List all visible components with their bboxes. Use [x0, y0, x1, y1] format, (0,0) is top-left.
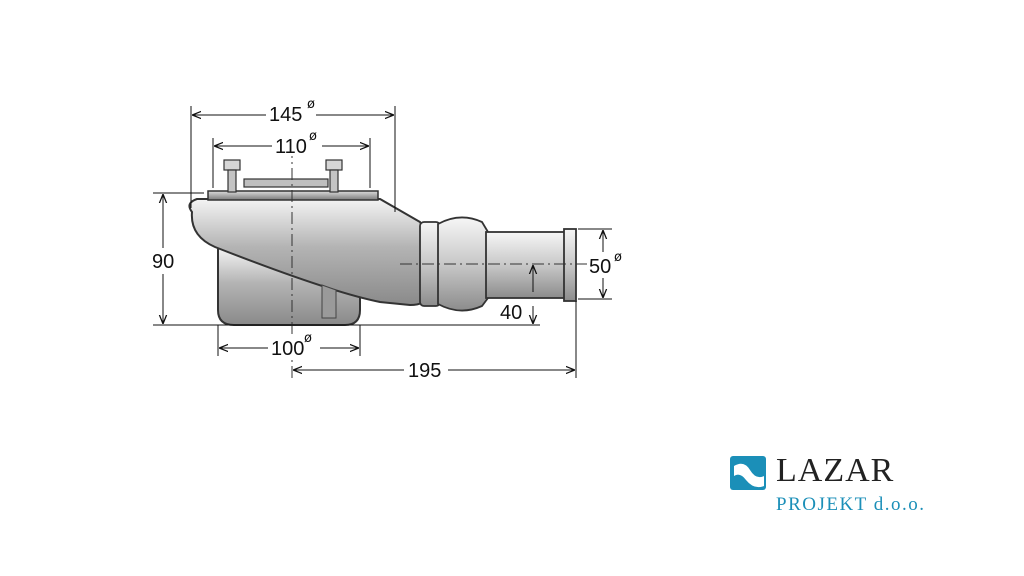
- drain-inner-slot: [321, 284, 337, 319]
- extension-lines: [153, 106, 612, 378]
- dim-label-50: 50: [589, 256, 611, 278]
- diameter-symbol-145: ø: [307, 97, 315, 112]
- flange-plate: [207, 190, 379, 201]
- dim-label-145: 145: [269, 104, 302, 126]
- right-bolt: [325, 159, 343, 193]
- diameter-symbol-50: ø: [614, 250, 622, 265]
- dim-label-195: 195: [408, 360, 441, 382]
- logo-subtitle: PROJEKT d.o.o.: [776, 494, 926, 515]
- dim-label-40: 40: [500, 302, 522, 324]
- wave-logo-icon: [730, 456, 766, 490]
- dim-label-100: 100: [271, 338, 304, 360]
- diameter-symbol-100: ø: [304, 331, 312, 346]
- drain-body: [188, 159, 427, 326]
- pipe-end: [563, 228, 577, 302]
- company-logo: LAZAR PROJEKT d.o.o.: [730, 452, 970, 522]
- diameter-symbol-110: ø: [309, 129, 317, 144]
- dimension-labels: 145 ø 110 ø 90 100 ø 195 50 ø 40: [150, 97, 623, 383]
- dim-label-110: 110: [275, 136, 307, 158]
- dim-label-90: 90: [152, 251, 174, 273]
- left-bolt: [223, 159, 241, 193]
- pipe-tube: [485, 231, 567, 299]
- grate-cover: [243, 178, 329, 188]
- drain-housing: [188, 198, 427, 307]
- logo-name: LAZAR: [776, 452, 895, 489]
